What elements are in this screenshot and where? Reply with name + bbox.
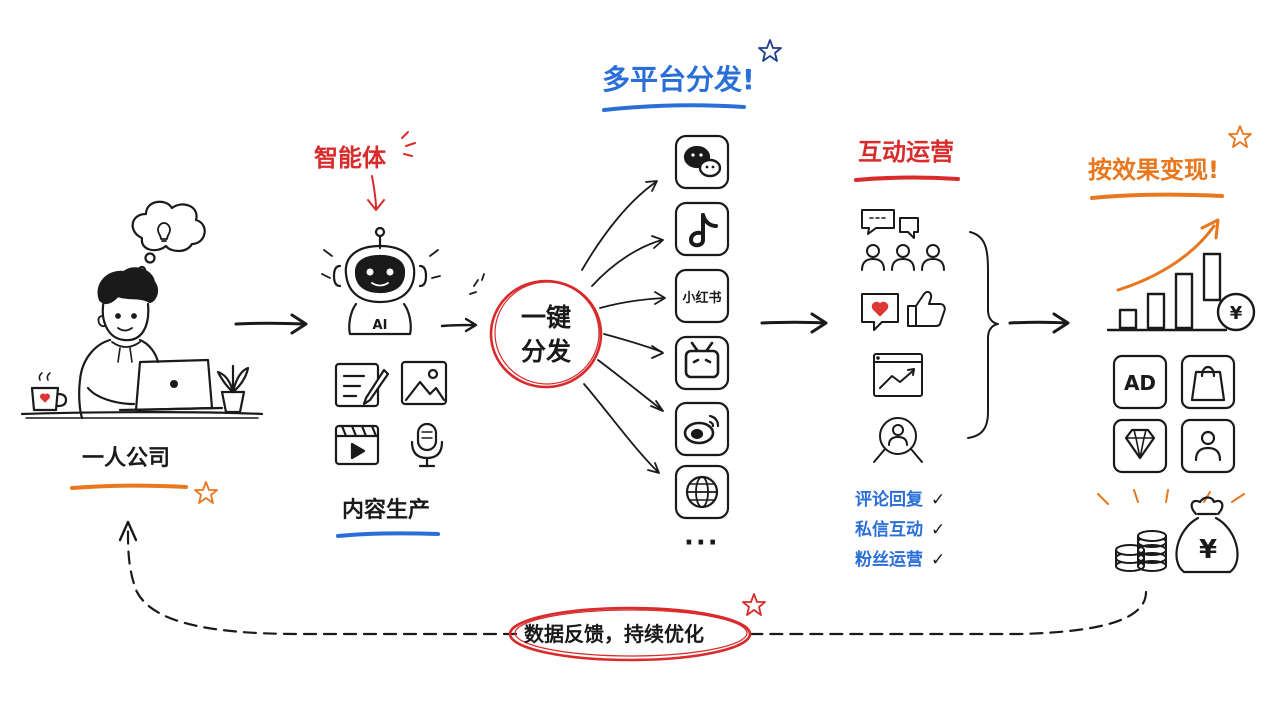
publish-line2: 分发	[521, 337, 571, 366]
arrow-company-to-agent	[234, 313, 308, 335]
ops-item-comment-reply: 评论回复 ✓	[855, 492, 945, 509]
thumbs-up-icon	[907, 290, 946, 327]
publish-sparkle-icon	[469, 273, 485, 295]
ops-label: 互动运营	[858, 138, 954, 166]
shopping-bag-icon	[1180, 354, 1236, 410]
feedback-oval	[508, 606, 752, 662]
coin-stack-icon	[1115, 530, 1167, 572]
money-bag-label: ¥	[1199, 535, 1217, 565]
web-globe-icon	[674, 464, 730, 520]
distribution-arrows	[581, 180, 666, 474]
ops-item-text: 评论回复	[855, 490, 923, 510]
person-icon	[78, 267, 160, 420]
users-icon	[861, 244, 945, 271]
red-star-icon	[742, 593, 766, 616]
xiaohongshu-label: 小红书	[682, 290, 721, 306]
plant-icon	[216, 364, 250, 414]
orange-star-icon	[1228, 125, 1252, 148]
yuan-coin-icon	[1216, 292, 1256, 332]
more-platforms: ···	[684, 528, 720, 558]
company-label: 一人公司	[82, 446, 171, 471]
robot-icon	[321, 226, 441, 336]
ops-underline	[854, 175, 960, 182]
laptop-icon	[118, 358, 224, 412]
content-underline	[336, 531, 440, 538]
growth-chart-icon	[1106, 218, 1228, 332]
weibo-icon	[674, 401, 730, 457]
microphone-icon	[410, 422, 444, 468]
thought-bubble-icon	[131, 200, 206, 275]
user-icon	[1180, 418, 1236, 474]
coffee-mug-icon	[30, 372, 68, 412]
ad-icon	[1112, 354, 1168, 410]
comment-bubbles-icon	[861, 209, 919, 239]
money-bag-icon	[1175, 496, 1239, 574]
arrow-ops-to-monetize	[1008, 312, 1070, 334]
douyin-icon	[674, 201, 730, 257]
money-sparkle-icon	[1097, 489, 1245, 505]
wechat-icon	[674, 134, 730, 190]
content-label: 内容生产	[342, 498, 431, 523]
ops-item-text: 粉丝运营	[855, 550, 923, 570]
heart-message-icon	[861, 293, 899, 331]
robot-badge: AI	[373, 318, 388, 333]
ops-item-text: 私信互动	[855, 520, 923, 540]
check-icon: ✓	[931, 520, 946, 540]
analytics-chart-icon	[873, 353, 923, 397]
user-search-icon	[873, 417, 923, 463]
ad-label: AD	[1124, 371, 1156, 395]
company-underline	[70, 483, 188, 490]
check-icon: ✓	[931, 550, 946, 570]
xiaohongshu-icon	[674, 268, 730, 324]
document-edit-icon	[334, 362, 390, 408]
arrow-platforms-to-ops	[760, 312, 828, 334]
check-icon: ✓	[931, 490, 946, 510]
agent-sparkle-icon	[401, 131, 416, 157]
diamond-icon	[1112, 418, 1168, 474]
agent-label: 智能体	[314, 144, 386, 172]
agent-pointer-arrow	[367, 175, 385, 211]
monetize-underline	[1090, 192, 1224, 200]
ops-brace	[967, 231, 999, 439]
platforms-underline	[602, 103, 746, 112]
blue-star-icon	[758, 39, 782, 62]
orange-star-icon	[194, 481, 218, 504]
platforms-title: 多平台分发!	[602, 63, 755, 96]
publish-circle	[489, 279, 603, 389]
yuan-coin-label: ¥	[1230, 303, 1243, 324]
ops-item-private-message: 私信互动 ✓	[855, 522, 945, 539]
image-icon	[400, 360, 448, 406]
publish-line1: 一键	[521, 303, 571, 332]
bilibili-icon	[674, 335, 730, 391]
monetize-label: 按效果变现!	[1088, 156, 1219, 184]
video-icon	[334, 424, 380, 466]
feedback-label: 数据反馈，持续优化	[524, 622, 704, 646]
arrow-agent-to-publish	[440, 317, 478, 333]
feedback-loop-path	[118, 520, 1148, 636]
ops-item-fan-operation: 粉丝运营 ✓	[855, 552, 945, 569]
